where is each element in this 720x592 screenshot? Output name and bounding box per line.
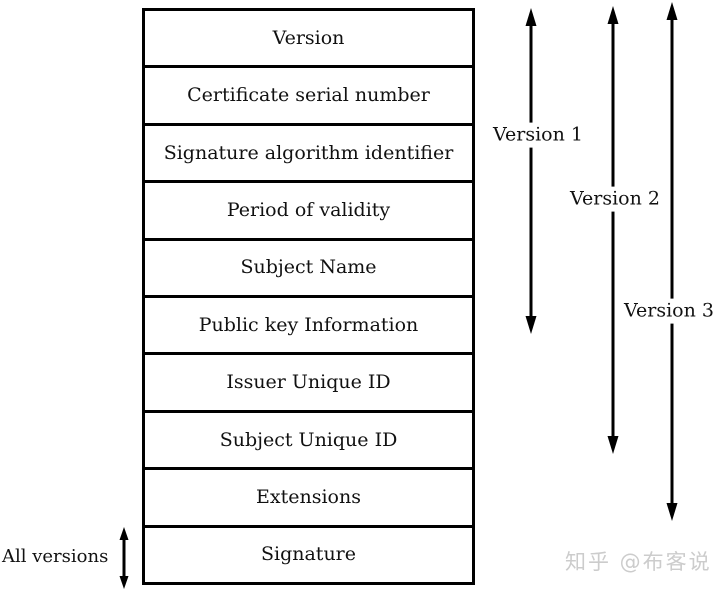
version1-label: Version 1 [490,122,586,148]
all-versions-label: All versions [2,546,109,567]
certificate-fields-box: Version Certificate serial number Signat… [142,8,475,585]
field-label: Extensions [256,485,361,508]
field-row-public-key-information: Public key Information [145,295,472,352]
field-label: Signature algorithm identifier [163,141,454,164]
field-row-issuer-unique-id: Issuer Unique ID [145,352,472,409]
field-row-serial-number: Certificate serial number [145,65,472,122]
version2-span-arrow [607,6,619,454]
field-label: Version [272,26,345,49]
version3-span-arrow [666,2,678,521]
version3-label: Version 3 [621,298,717,324]
version1-span-arrow [525,8,537,334]
watermark-text: 知乎 @布客说 [565,550,712,574]
field-label: Certificate serial number [187,84,430,107]
field-row-subject-name: Subject Name [145,237,472,295]
field-row-signature-algorithm: Signature algorithm identifier [145,122,472,180]
field-label: Issuer Unique ID [226,371,391,394]
field-label: Public key Information [198,313,419,336]
field-label: Subject Unique ID [219,428,398,451]
field-row-signature: Signature [145,524,472,582]
version2-label: Version 2 [567,186,663,212]
field-label: Period of validity [226,198,391,221]
field-row-period-of-validity: Period of validity [145,180,472,237]
field-row-version: Version [145,11,472,65]
field-label: Signature [260,543,357,566]
all-versions-span-arrow [119,527,129,589]
field-row-extensions: Extensions [145,467,472,524]
field-label: Subject Name [240,256,377,279]
field-row-subject-unique-id: Subject Unique ID [145,409,472,467]
